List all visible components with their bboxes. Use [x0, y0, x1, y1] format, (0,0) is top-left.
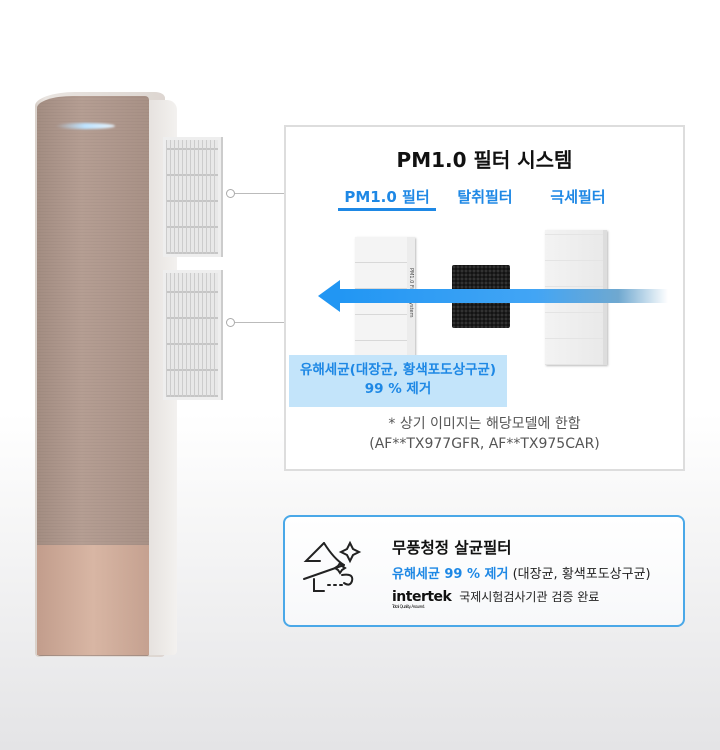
airflow-arrow [336, 289, 668, 303]
upper-filter [163, 137, 221, 257]
sterilizing-filter-card [283, 515, 685, 627]
air-purifier-bottom-panel [37, 545, 149, 655]
bacteria-list: (대장균, 황색포도상구균) [512, 567, 651, 582]
highlight-line2: 99 % 제거 [364, 381, 432, 397]
removal-highlight: 유해세균(대장균, 황색포도상구균) 99 % 제거 [289, 355, 507, 407]
card-title: 무풍청정 살균필터 [392, 539, 512, 557]
removal-rate: 유해세균 99 % 제거 [392, 567, 509, 582]
connector-dot [226, 189, 235, 198]
connector-line [235, 322, 285, 323]
connector-dot [226, 318, 235, 327]
certification-text: 국제시험검사기관 검증 완료 [459, 590, 600, 604]
note-line1: * 상기 이미지는 해당모델에 한함 [388, 416, 581, 432]
tab-pm10-filter: PM1.0 필터 [344, 188, 430, 206]
note-models: (AF**TX977GFR, AF**TX975CAR) [369, 436, 600, 452]
tab-deodorizing-filter: 탈취필터 [457, 188, 513, 206]
lower-filter [163, 270, 221, 400]
card-removal-line: 유해세균 99 % 제거 (대장균, 황색포도상구균) [392, 563, 651, 582]
panel-title: PM1.0 필터 시스템 [396, 148, 573, 172]
display-light [55, 123, 115, 129]
arrow-head-icon [318, 280, 340, 312]
sterilizing-wind-icon [303, 540, 362, 592]
tab-fine-filter: 극세필터 [550, 188, 606, 206]
highlight-line1: 유해세균(대장균, 황색포도상구균) [299, 362, 497, 378]
active-tab-underline [338, 208, 436, 211]
connector-line [235, 193, 285, 194]
